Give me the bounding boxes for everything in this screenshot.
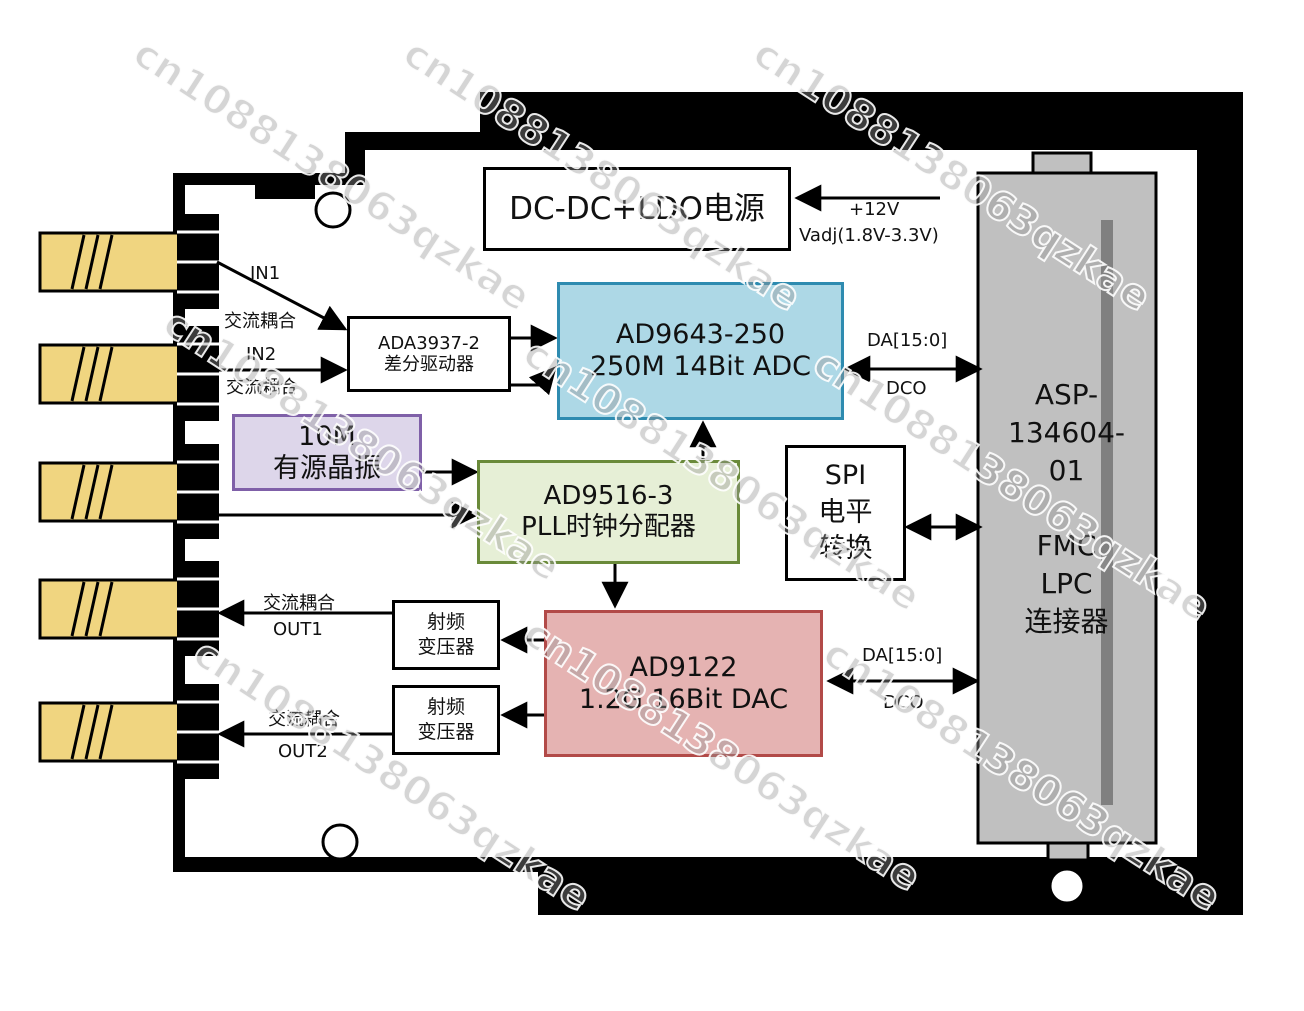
spi-convert-label: 转换 — [818, 533, 873, 565]
label-in1: IN1 — [250, 263, 281, 284]
dac-desc: 1.2G 16Bit DAC — [578, 683, 789, 715]
adc-block: AD9643-250 250M 14Bit ADC — [557, 282, 844, 420]
label-in2-coupling: 交流耦合 — [226, 377, 298, 398]
rf-transformer-2-block: 射频 变压器 — [392, 685, 500, 755]
pll-desc: PLL时钟分配器 — [521, 512, 696, 542]
pll-block: AD9516-3 PLL时钟分配器 — [477, 460, 740, 564]
mounting-hole-right — [1048, 867, 1086, 905]
arrow-in1 — [216, 260, 348, 331]
label-out2: OUT2 — [278, 741, 328, 762]
adc-desc: 250M 14Bit ADC — [589, 351, 812, 382]
label-12v: +12V — [849, 199, 900, 220]
sma-connector-in1 — [38, 214, 219, 309]
power-supply-block: DC-DC+LDO电源 — [483, 167, 791, 251]
label-out2-coupling: 交流耦合 — [268, 709, 340, 730]
frame-tab — [255, 173, 315, 199]
oscillator-block: 10M 有源晶振 — [232, 414, 422, 491]
spi-level-label: 电平 — [818, 496, 873, 528]
fmc-part-line3: 01 — [1048, 453, 1085, 487]
dac-block: AD9122 1.2G 16Bit DAC — [544, 610, 823, 757]
pll-part: AD9516-3 — [543, 481, 674, 512]
fmc-type: FMC — [1036, 529, 1097, 563]
signal-arrows — [216, 184, 983, 748]
arrow-driver-to-adc-2 — [511, 365, 557, 396]
oscillator-desc: 有源晶振 — [273, 452, 381, 484]
rf-transformer-1-block: 射频 变压器 — [392, 600, 500, 670]
diff-driver-block: ADA3937-2 差分驱动器 — [347, 316, 511, 392]
fmc-part-line2: 134604- — [1008, 415, 1125, 449]
label-out1-coupling: 交流耦合 — [263, 593, 335, 614]
label-dac-dco: DCO — [883, 692, 924, 713]
label-in2: IN2 — [246, 344, 277, 365]
sma-connectors — [38, 214, 219, 779]
adc-part: AD9643-250 — [615, 319, 786, 351]
mounting-hole-top — [314, 191, 352, 229]
fmc-connector-desc: 连接器 — [1024, 604, 1109, 638]
rf-transformer-1-line2: 变压器 — [417, 636, 475, 658]
rf-transformer-1-line1: 射频 — [426, 611, 465, 634]
mounting-hole-bottom — [321, 823, 359, 861]
fmc-lpc: LPC — [1040, 567, 1093, 601]
label-dac-bus: DA[15:0] — [862, 645, 943, 666]
sma-connector-out2 — [38, 684, 219, 779]
label-adc-dco: DCO — [886, 378, 927, 399]
fmc-connector-body — [976, 151, 1158, 862]
spi-label: SPI — [824, 460, 867, 492]
dac-part: AD9122 — [629, 651, 738, 683]
label-out1: OUT1 — [273, 619, 323, 640]
sma-connector-clk — [38, 444, 219, 539]
fmc-part-line1: ASP- — [1034, 378, 1099, 411]
label-in1-coupling: 交流耦合 — [224, 311, 296, 332]
label-adc-bus: DA[15:0] — [867, 330, 948, 351]
rf-transformer-2-line2: 变压器 — [417, 721, 475, 743]
diff-driver-desc: 差分驱动器 — [384, 354, 474, 375]
diff-driver-part: ADA3937-2 — [378, 332, 480, 354]
oscillator-freq: 10M — [298, 420, 356, 452]
label-vadj: Vadj(1.8V-3.3V) — [799, 225, 939, 246]
sma-connector-in2 — [38, 326, 219, 421]
spi-level-shifter-block: SPI 电平 转换 — [785, 445, 906, 581]
sma-connector-out1 — [38, 561, 219, 656]
power-supply-label: DC-DC+LDO电源 — [509, 190, 765, 227]
rf-transformer-2-line1: 射频 — [426, 696, 465, 719]
fmc-connector-label: ASP- 134604- 01 FMC LPC 连接器 — [985, 376, 1148, 646]
